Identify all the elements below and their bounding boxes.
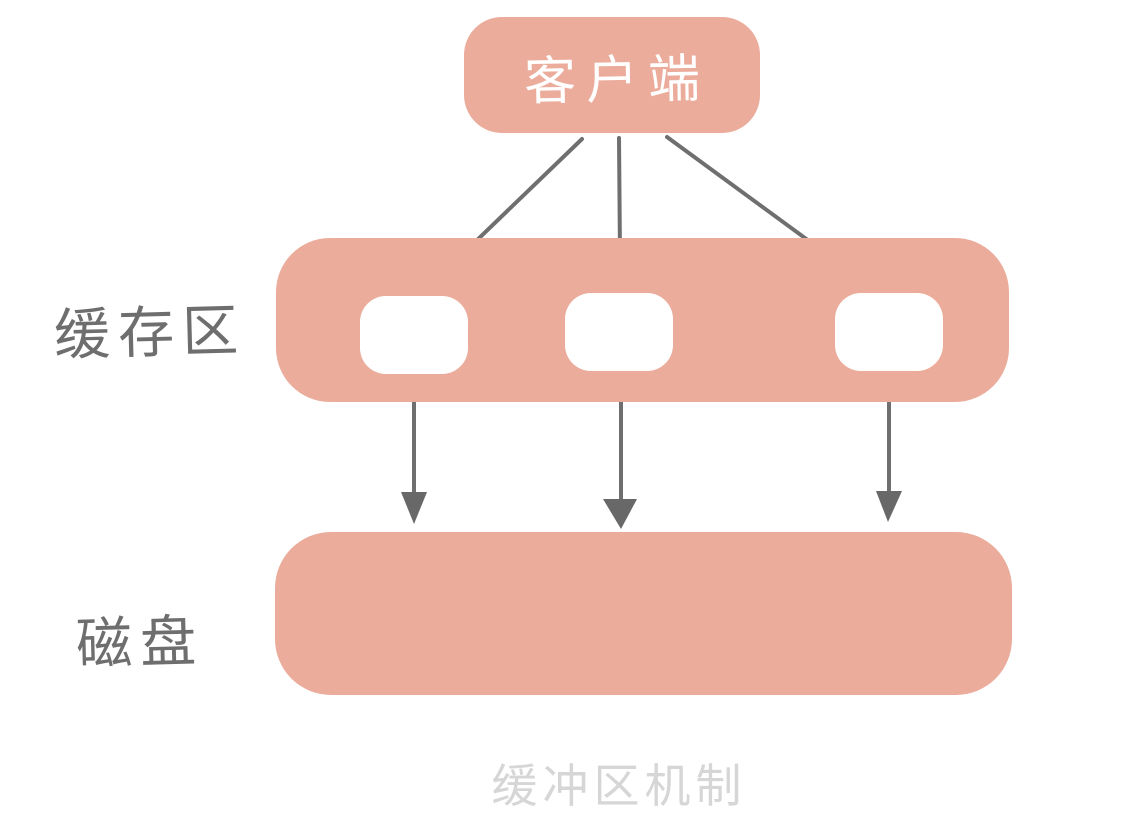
buffer-slot-2	[565, 293, 673, 371]
client-node: 客户端	[464, 17, 760, 133]
client-node-label: 客户端	[523, 49, 711, 112]
disk-band-label: 磁盘	[75, 609, 205, 676]
buffer-slot-1	[360, 296, 468, 374]
diagram-caption: 缓冲区机制	[491, 760, 747, 812]
buffer-band-label: 缓存区	[53, 298, 247, 367]
buffer-slot-3	[835, 293, 943, 371]
disk-band	[275, 532, 1012, 695]
